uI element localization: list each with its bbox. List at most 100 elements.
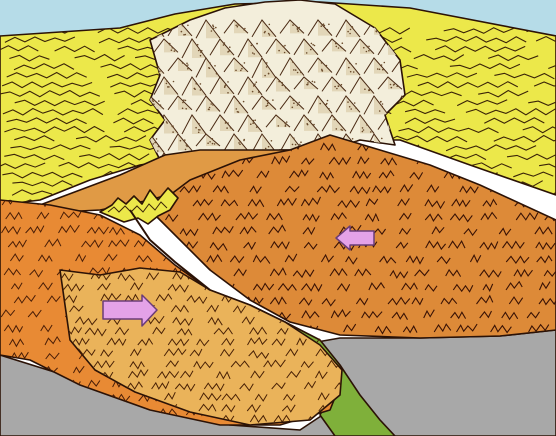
fold-squiggle [153, 227, 166, 234]
peak-dot [227, 122, 229, 124]
peak-dot [341, 47, 343, 49]
peak-dot [214, 65, 216, 67]
peak-dot [363, 47, 365, 49]
peak-dot [349, 62, 351, 64]
peak-dot [307, 119, 309, 121]
peak-dot [266, 62, 268, 64]
peak-dot [265, 148, 267, 150]
peak-dot [214, 143, 216, 145]
peak-dot [410, 148, 412, 150]
peak-dot [334, 86, 336, 88]
peak-dot [369, 89, 371, 91]
peak-dot [256, 126, 258, 128]
peak-dot [201, 50, 203, 52]
peak-dot [391, 87, 393, 89]
peak-dot [367, 46, 369, 48]
peak-dot [352, 138, 354, 140]
peak-dot [171, 49, 173, 51]
peak-dot [213, 28, 215, 30]
peak-dot [172, 126, 174, 128]
peak-dot [160, 104, 162, 106]
peak-dot [376, 31, 378, 33]
peak-dot [225, 122, 227, 124]
peak-dot [158, 146, 160, 148]
peak-dot [353, 71, 355, 73]
peak-dot [254, 119, 256, 121]
peak-dot [319, 103, 321, 105]
peak-dot [207, 142, 209, 144]
fold-squiggle [539, 198, 550, 206]
peak-dot [235, 25, 237, 27]
peak-dot [269, 24, 271, 26]
peak-dot [267, 100, 269, 102]
peak-dot [362, 127, 364, 129]
peak-dot [184, 139, 186, 141]
peak-dot [325, 104, 327, 106]
peak-dot [152, 143, 154, 145]
peak-dot [285, 124, 287, 126]
peak-dot [285, 87, 287, 89]
peak-dot [310, 49, 312, 51]
peak-dot [272, 99, 274, 101]
peak-dot [349, 33, 351, 35]
peak-dot [342, 42, 344, 44]
peak-dot [396, 86, 398, 88]
fold-squiggle [161, 242, 173, 248]
peak-dot [293, 99, 295, 101]
peak-dot [212, 138, 214, 140]
peak-dot [268, 146, 270, 148]
peak-dot [314, 45, 316, 47]
peak-dot [183, 34, 185, 36]
peak-dot [237, 111, 239, 113]
peak-dot [293, 69, 295, 71]
peak-dot [168, 86, 170, 88]
peak-dot [311, 43, 313, 45]
peak-dot [355, 63, 357, 65]
peak-dot [362, 131, 364, 133]
peak-dot [236, 108, 238, 110]
peak-dot [336, 46, 338, 48]
peak-dot [347, 31, 349, 33]
peak-dot [278, 50, 280, 52]
peak-dot [379, 69, 381, 71]
peak-dot [307, 82, 309, 84]
peak-dot [321, 62, 323, 64]
peak-dot [379, 110, 381, 112]
peak-dot [209, 107, 211, 109]
peak-dot [197, 44, 199, 46]
peak-dot [158, 100, 160, 102]
peak-dot [223, 44, 225, 46]
peak-dot [224, 42, 226, 44]
peak-dot [209, 141, 211, 143]
peak-dot [323, 23, 325, 25]
peak-dot [240, 70, 242, 72]
peak-dot [181, 31, 183, 33]
peak-dot [186, 65, 188, 67]
peak-dot [187, 68, 189, 70]
peak-dot [295, 69, 297, 71]
peak-dot [354, 102, 356, 104]
peak-dot [382, 69, 384, 71]
peak-dot [326, 65, 328, 67]
peak-dot [366, 51, 368, 53]
peak-dot [418, 158, 420, 160]
peak-dot [382, 103, 384, 105]
peak-dot [226, 127, 228, 129]
peak-dot [340, 129, 342, 131]
peak-dot [336, 88, 338, 90]
peak-dot [364, 88, 366, 90]
peak-dot [182, 102, 184, 104]
peak-dot [268, 73, 270, 75]
peak-dot [368, 46, 370, 48]
fold-line [545, 199, 556, 205]
peak-dot [239, 103, 241, 105]
peak-dot [264, 31, 266, 33]
peak-dot [227, 51, 229, 53]
peak-dot [200, 55, 202, 57]
peak-dot [253, 120, 255, 122]
peak-dot [335, 43, 337, 45]
peak-dot [349, 106, 351, 108]
peak-dot [377, 145, 379, 147]
peak-dot [370, 131, 372, 133]
peak-dot [157, 150, 159, 152]
